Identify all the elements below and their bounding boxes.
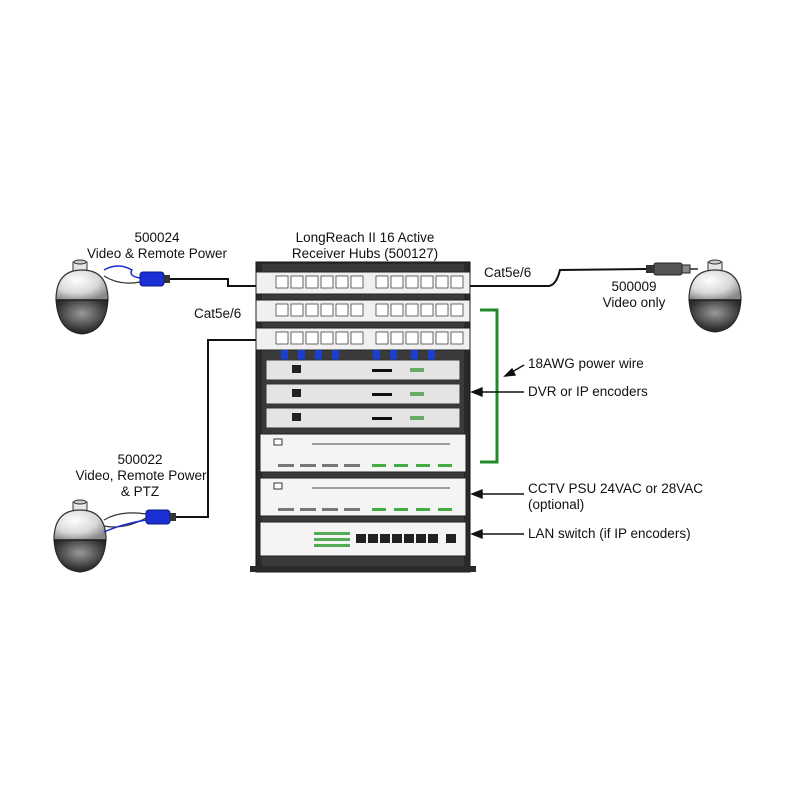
receiver-hub-3 [255, 327, 471, 351]
hub-title-line2: Receiver Hubs (500127) [291, 246, 439, 261]
callout-lan: LAN switch (if IP encoders) [528, 526, 691, 541]
balun-500024 [103, 265, 170, 287]
hub-title-line1: LongReach II 16 Active [295, 230, 435, 245]
cable-label-right: Cat5e/6 [484, 265, 532, 280]
dvr-unit-3 [265, 407, 461, 429]
cam1-desc-label: Video & Remote Power [86, 246, 228, 261]
lan-switch [259, 521, 467, 557]
psu-unit-1 [259, 433, 467, 473]
cam2-part-label: 500022 [117, 452, 163, 467]
cam2-desc-line2: & PTZ [120, 484, 160, 499]
psu-unit-2 [259, 477, 467, 517]
receiver-hub-2 [255, 299, 471, 323]
callout-dvr: DVR or IP encoders [528, 384, 648, 399]
balun-500009 [646, 262, 698, 276]
blue-power-connectors [281, 350, 435, 360]
dome-camera-500022 [53, 499, 107, 573]
balun-500022 [103, 509, 176, 533]
callout-arrows [470, 364, 525, 540]
cable-hub-to-cam3 [470, 268, 647, 287]
cam1-part-label: 500024 [134, 230, 180, 245]
dome-camera-500009 [688, 259, 742, 333]
cable-label-left: Cat5e/6 [194, 306, 242, 321]
dome-camera-500024 [55, 259, 109, 335]
dvr-unit-2 [265, 383, 461, 405]
power-wire-bracket [480, 308, 499, 464]
cable-cam2-to-hub [176, 339, 256, 518]
cam3-desc-label: Video only [602, 295, 666, 310]
callout-psu-line2: (optional) [528, 497, 585, 512]
receiver-hub-1 [255, 271, 471, 295]
cam3-part-label: 500009 [611, 279, 657, 294]
dvr-unit-1 [265, 359, 461, 381]
cable-cam1-to-hub [170, 278, 256, 287]
equipment-rack [250, 261, 476, 573]
callout-power-wire: 18AWG power wire [528, 356, 644, 371]
cam2-desc-line1: Video, Remote Power [75, 468, 207, 483]
callout-psu-line1: CCTV PSU 24VAC or 28VAC [528, 481, 704, 496]
